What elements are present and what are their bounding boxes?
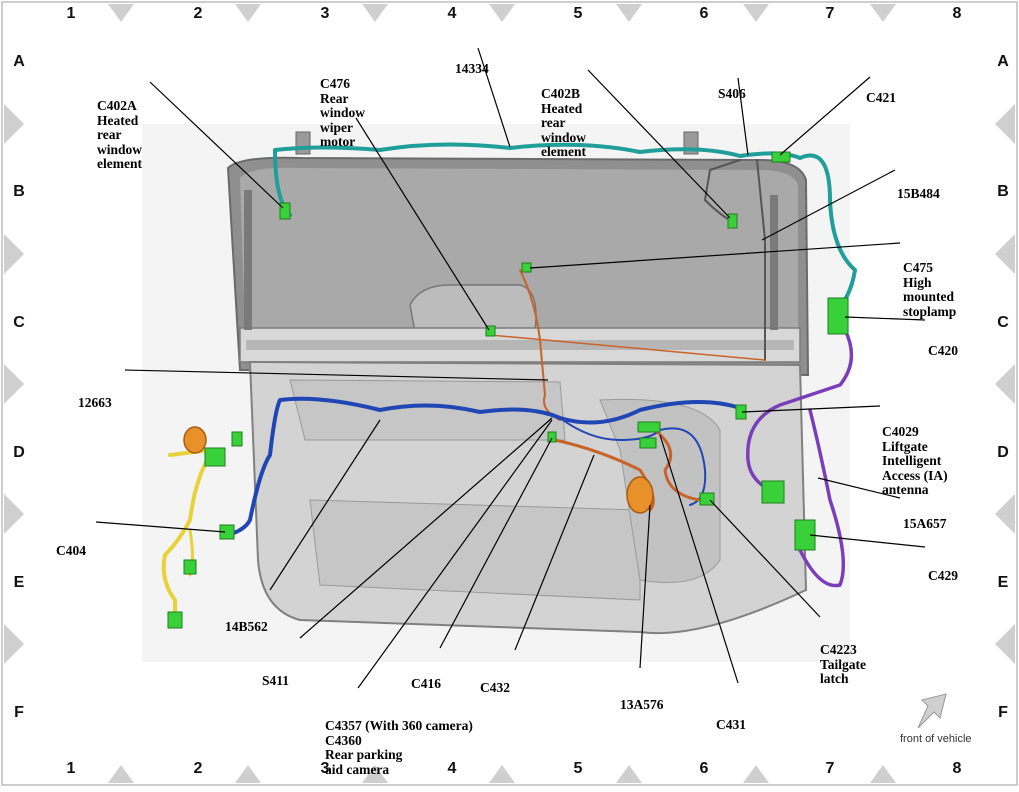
grommet-icon: [626, 476, 654, 514]
grid-row-b: B: [13, 183, 25, 200]
wiring-harnesses: [161, 142, 857, 622]
grid-row-f: F: [14, 704, 24, 721]
grid-row-c-right: C: [997, 314, 1009, 331]
callout-c421: C421: [866, 90, 896, 105]
arrow-icon: [917, 693, 947, 729]
connectors: [167, 151, 849, 629]
grid-column-7: 7: [825, 5, 835, 22]
callout-12663: 12663: [78, 395, 112, 410]
grid-column-6-bottom: 6: [699, 760, 709, 777]
grid-column-2: 2: [193, 5, 203, 22]
grid-row-b-right: B: [997, 183, 1009, 200]
grid-column-4: 4: [447, 5, 457, 22]
callout-15b484: 15B484: [897, 186, 940, 201]
callout-c404: C404: [56, 543, 86, 558]
callout-15a657: 15A657: [903, 516, 947, 531]
grid-column-3-bottom: 3: [320, 760, 330, 777]
callout-14334: 14334: [455, 61, 489, 76]
leader-lines: [95, 47, 926, 689]
grid-row-e: E: [13, 574, 25, 591]
callout-c416: C416: [411, 676, 441, 691]
grid-column-5-bottom: 5: [573, 760, 583, 777]
grid-column-7-bottom: 7: [825, 760, 835, 777]
callout-s411: S411: [262, 673, 290, 688]
grid-column-8: 8: [952, 5, 962, 22]
grid-column-6: 6: [699, 5, 709, 22]
callout-c429: C429: [928, 568, 958, 583]
grid-column-5: 5: [573, 5, 583, 22]
callout-c432: C432: [480, 680, 510, 695]
grid-column-8-bottom: 8: [952, 760, 962, 777]
grid-column-3: 3: [320, 5, 330, 22]
front-of-vehicle-label: front of vehicle: [900, 733, 972, 745]
callout-c420: C420: [928, 343, 958, 358]
callout-13a576: 13A576: [620, 697, 664, 712]
frame-markers: [4, 4, 1015, 783]
grid-column-4-bottom: 4: [447, 760, 457, 777]
grid-column-1-bottom: 1: [66, 760, 76, 777]
grid-row-d-right: D: [997, 444, 1009, 461]
callout-14b562: 14B562: [225, 619, 268, 634]
grid-row-c: C: [13, 314, 25, 331]
grid-row-a: A: [13, 53, 25, 70]
grid-row-a-right: A: [997, 53, 1009, 70]
grid-column-1: 1: [66, 5, 76, 22]
callout-c431: C431: [716, 717, 746, 732]
liftgate-illustration: [226, 131, 810, 635]
callout-s406: S406: [718, 86, 746, 101]
grid-row-f-right: F: [998, 704, 1008, 721]
grid-column-2-bottom: 2: [193, 760, 203, 777]
grommet-icon: [183, 426, 207, 454]
grid-row-d: D: [13, 444, 25, 461]
grid-row-e-right: E: [997, 574, 1009, 591]
